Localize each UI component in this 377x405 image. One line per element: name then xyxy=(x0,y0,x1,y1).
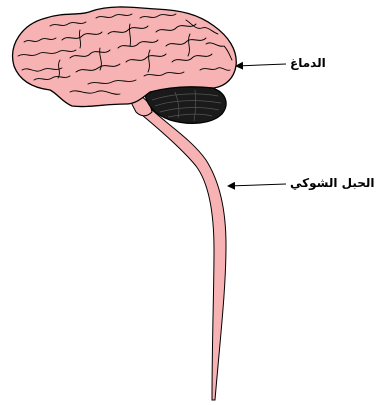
brain-label: الدماغ xyxy=(290,56,326,70)
spinal-cord-label: الحبل الشوكي xyxy=(290,176,375,190)
brain-pointer-arrow xyxy=(236,64,286,66)
spinal-cord xyxy=(142,108,226,400)
spinal-cord-pointer-arrow xyxy=(228,184,286,186)
